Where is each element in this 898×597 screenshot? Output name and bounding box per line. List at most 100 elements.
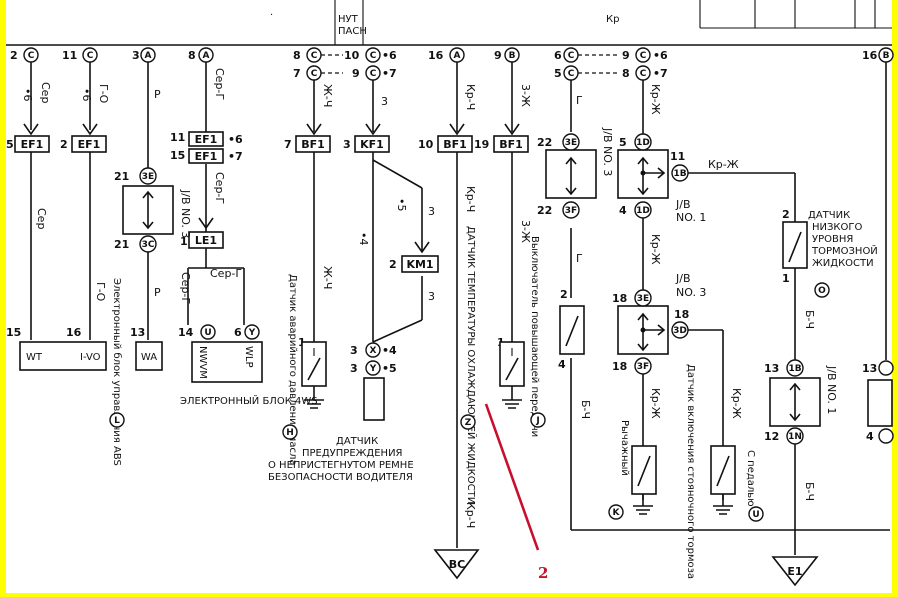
jb-connector-code: 1B: [788, 364, 801, 374]
connector-code: C: [640, 51, 647, 61]
component-pin: 13: [130, 326, 145, 339]
fuse-kf1: 3 KF1: [343, 123, 390, 153]
switch-blade: [565, 315, 579, 347]
pin-label: 10: [344, 49, 360, 62]
connector-code: X: [370, 346, 377, 356]
pin-label: 8: [188, 49, 196, 62]
component-pin: 6: [234, 326, 242, 339]
fuse-code: EF1: [21, 138, 44, 151]
fuse-box: [354, 135, 390, 153]
fuse-box: [14, 135, 50, 153]
pin-label: •7: [382, 67, 397, 80]
oil-sensor-label: Датчик аварийного давления масла: [287, 274, 298, 466]
belt-label-1: ДАТЧИК: [336, 436, 378, 447]
jb3-mid: 22 3E 22 3F J/B NO. 3: [537, 127, 614, 219]
marker-circle: [748, 506, 764, 522]
connector-circle: [365, 47, 381, 63]
parkbrake-label: Датчик включения стояночного тормоза: [685, 364, 696, 579]
connector-code: C: [311, 69, 318, 79]
jb-pin: 4: [619, 204, 627, 217]
jb-pin: 22: [537, 204, 552, 217]
marker-z: Z: [465, 418, 472, 428]
jb-label-no: NO. 1: [676, 211, 706, 224]
connector-code: C: [568, 51, 575, 61]
fuse-bf1-19: 19 BF1: [474, 123, 529, 153]
connector-code: A: [145, 51, 152, 61]
fuse-arrow: [82, 123, 98, 136]
jb-connector: [562, 201, 580, 219]
connector-code: C: [370, 51, 377, 61]
pin-label: •7: [653, 67, 668, 80]
jb-connector-code: 3C: [142, 240, 155, 250]
fuse-code: EF1: [78, 138, 101, 151]
ecu-pin-nwvm: NWVM: [197, 346, 208, 379]
jb-connector-code: 1N: [788, 432, 802, 442]
abs-ecu: 15 16 WT I-VO Электронный блок управлени…: [6, 278, 125, 466]
connector-code: C: [28, 51, 35, 61]
pin-label: 6: [554, 49, 562, 62]
component-variant: •4: [382, 344, 397, 357]
fuse-bf1-10: 10 BF1: [418, 123, 473, 153]
jb-label: J/B NO. 1: [825, 365, 838, 414]
ground-label: BC: [449, 558, 465, 571]
component-pin: 2: [560, 288, 568, 301]
belt-label-4: БЕЗОПАСНОСТИ ВОДИТЕЛЯ: [268, 472, 413, 483]
connector-code: B: [509, 51, 516, 61]
jb-box: [867, 379, 893, 427]
jb-label-no: NO. 3: [676, 286, 706, 299]
component-pin: 16: [66, 326, 82, 339]
component-pin: 1: [782, 272, 790, 285]
connector-code: A: [203, 51, 210, 61]
fuse-arrow: [23, 123, 39, 136]
pin-label: •6: [653, 49, 668, 62]
jb-arrows: [142, 190, 154, 230]
jb-arrows: [789, 382, 801, 422]
jb-connector-code: 3D: [673, 326, 687, 336]
pin-label: •6: [382, 49, 397, 62]
fuse-arrow: [504, 123, 520, 136]
fuse-box: [188, 148, 224, 164]
jb-node: [640, 327, 646, 333]
pedal-switch: Датчик включения стояночного тормоза С п…: [685, 364, 764, 579]
ecu-rect: [191, 341, 263, 383]
wire-label: Кр-Ж: [708, 158, 739, 171]
pin-label: 9: [494, 49, 502, 62]
brake-fluid-label-1: ДАТЧИК: [808, 210, 850, 221]
top-tick-mark: ·: [270, 10, 273, 21]
ecu-4ws: 14 U 6 Y NWVM WLP ЭЛЕКТРОННЫЙ БЛОК 4WS: [178, 324, 318, 407]
connector-code: C: [370, 69, 377, 79]
connector-code: Y: [248, 328, 256, 338]
connector-8c-7c: 8 C 7 C: [293, 47, 343, 81]
belt-label-3: О НЕПРИСТЕГНУТОМ РЕМНЕ: [268, 460, 414, 471]
wire-label: Кр-Ж: [649, 388, 662, 419]
wire-label: •6: [80, 88, 93, 102]
jb-label: J/B NO. 3: [601, 127, 614, 176]
fuse-pin: 10: [418, 138, 434, 151]
switch-blade: [716, 455, 730, 487]
marker-circle: [530, 412, 546, 428]
wire-label: Г-О: [97, 84, 110, 104]
jb-pin: 21: [114, 238, 129, 251]
jb-connector-code: 3F: [637, 362, 649, 372]
pin-label: 9: [622, 49, 630, 62]
handbrake-switch: Рычажный K: [608, 420, 657, 520]
fuse-box: [493, 135, 529, 153]
fuse-pin: 7: [284, 138, 292, 151]
pin-label: 11: [62, 49, 77, 62]
wire-label: 3-Ж: [519, 220, 532, 243]
jb3-left: 21 3E 21 3C J/B NO. 3: [114, 167, 192, 253]
jb-connector: [634, 357, 652, 375]
jb-connector: [878, 360, 894, 376]
pin-label: 16: [428, 49, 444, 62]
fuse-code: LE1: [195, 234, 217, 247]
top-label-hut: НУТ: [338, 14, 359, 25]
pin-label: 9: [352, 67, 360, 80]
pin-label: 8: [293, 49, 301, 62]
abs-box: [19, 341, 107, 371]
connector-code: C: [87, 51, 94, 61]
jb-connector-code: 3F: [565, 206, 577, 216]
jb-connector-code: 1B: [673, 169, 686, 179]
fuse-box: [71, 135, 107, 153]
jb-pin: 18: [612, 360, 627, 373]
component-pin: 15: [6, 326, 21, 339]
